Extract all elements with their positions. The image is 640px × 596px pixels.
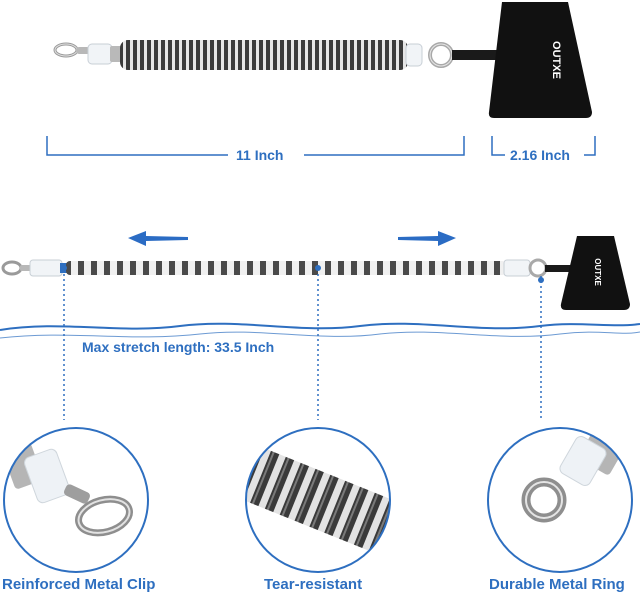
cord-length-label: 11 Inch — [236, 147, 284, 163]
zoom-circle-ring — [487, 427, 633, 573]
direction-arrow-left — [128, 231, 188, 246]
direction-arrow-right — [398, 231, 456, 246]
max-stretch-label: Max stretch length: 33.5 Inch — [82, 339, 275, 355]
patch-width-label: 2.16 Inch — [510, 147, 570, 163]
metal-clip-icon — [53, 42, 90, 58]
zoom-circle-coil — [245, 427, 391, 573]
lanyard-top — [53, 2, 592, 118]
brand-logo: OUTXE — [550, 41, 562, 79]
callout-dot-ring — [538, 277, 544, 283]
dimension-bracket-patch — [491, 136, 596, 156]
brand-logo-small: OUTXE — [593, 258, 602, 286]
callout-dot-coil — [315, 265, 321, 271]
callout-lines — [63, 274, 542, 420]
feature-label-coil: Tear-resistant — [264, 576, 363, 593]
feature-label-clip: Reinforced Metal Clip — [2, 576, 156, 593]
feature-label-ring: Durable Metal Ring — [489, 576, 625, 593]
dimension-bracket-cord — [46, 136, 465, 156]
zoom-circle-clip — [3, 427, 149, 573]
lanyard-stretched — [1, 236, 630, 310]
callout-dot-clip — [61, 265, 67, 271]
wave-decoration — [0, 322, 640, 339]
